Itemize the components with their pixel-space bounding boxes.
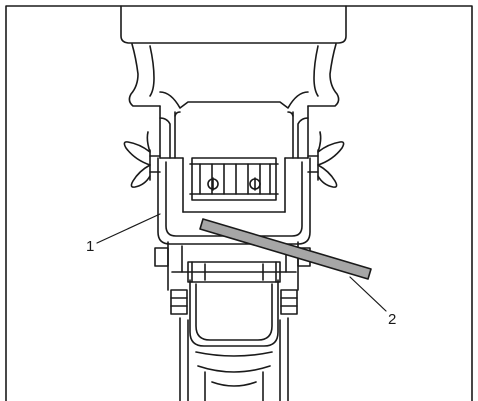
callout-label-2: 2	[388, 311, 397, 328]
wing-nut-right	[307, 131, 345, 188]
callout-label-1: 1	[86, 238, 95, 255]
collar-nut-left	[170, 289, 188, 315]
clamp-bracket	[157, 157, 311, 245]
wing-nut-left	[123, 131, 161, 188]
tool-housing	[120, 5, 347, 159]
callout-leaders	[96, 213, 387, 312]
depth-adjuster-knob	[189, 157, 279, 201]
depth-guide-bar	[199, 218, 372, 280]
spindle-housing	[179, 279, 289, 401]
side-screw-left	[154, 247, 169, 267]
outer-border	[5, 5, 473, 401]
collar-nut-right	[280, 289, 298, 315]
